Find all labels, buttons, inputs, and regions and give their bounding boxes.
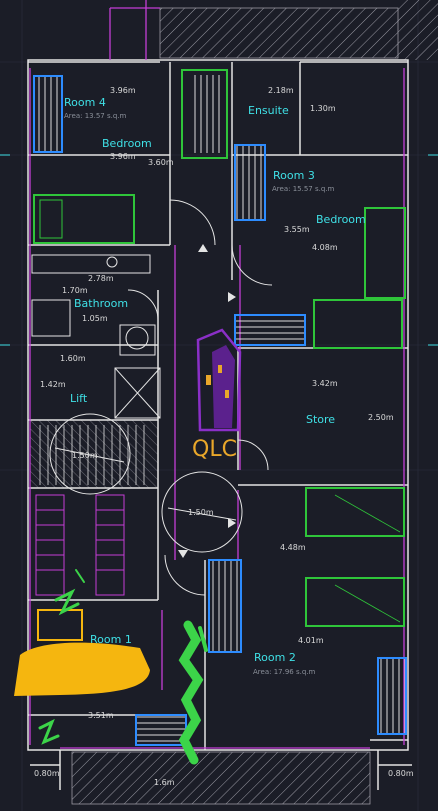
room3-area: Area: 15.57 s.q.m xyxy=(272,185,334,193)
dim-label: 1.70m xyxy=(62,286,88,295)
bedroom-left-label: Bedroom xyxy=(102,137,152,150)
room3-label: Room 3 xyxy=(273,169,315,182)
dim-label: 0.80m xyxy=(388,769,414,778)
green-scribbles xyxy=(38,569,208,765)
wardrobes xyxy=(33,75,407,746)
direction-arrows xyxy=(178,244,236,558)
dim-label: 3.51m xyxy=(88,711,114,720)
dim-label: 3.96m xyxy=(110,152,136,161)
logo-text: QLC xyxy=(192,437,237,462)
room1-label: Room 1 xyxy=(90,633,132,646)
walls-magenta xyxy=(29,0,405,749)
door-swings xyxy=(127,199,273,596)
yellow-highlight xyxy=(14,609,150,696)
axis-markers xyxy=(0,154,438,346)
bathroom-fixtures xyxy=(31,254,151,337)
dim-label: 2.78m xyxy=(88,274,114,283)
dim-label: 3.96m xyxy=(110,86,136,95)
dim-label: 4.48m xyxy=(280,543,306,552)
lift-circles xyxy=(49,413,243,553)
ensuite-label: Ensuite xyxy=(248,104,289,117)
dim-label: 1.6m xyxy=(154,778,175,787)
dim-label: 1.42m xyxy=(40,380,66,389)
dim-label: 2.50m xyxy=(368,413,394,422)
dim-label: 4.01m xyxy=(298,636,324,645)
beds xyxy=(33,69,406,627)
dim-label: 1.30m xyxy=(310,104,336,113)
dim-label: 0.80m xyxy=(34,769,60,778)
room-labels: Room 4 Area: 13.57 s.q.m Bedroom Ensuite… xyxy=(64,96,366,676)
room4-label: Room 4 xyxy=(64,96,106,109)
dim-label: 3.60m xyxy=(148,158,174,167)
hatched-zones xyxy=(29,0,438,805)
room2-label: Room 2 xyxy=(254,651,296,664)
lift-label: Lift xyxy=(70,392,88,405)
dim-label: 1.60m xyxy=(60,354,86,363)
dim-label: 1.05m xyxy=(82,314,108,323)
lift-shaft xyxy=(114,324,161,419)
dim-label: 4.08m xyxy=(312,243,338,252)
store-label: Store xyxy=(306,413,335,426)
room2-area: Area: 17.96 s.q.m xyxy=(253,668,315,676)
dimension-labels: 3.96m 2.18m 1.30m 3.96m 3.60m 3.55m 4.08… xyxy=(34,86,414,787)
stair-treads xyxy=(39,425,145,485)
logo xyxy=(196,328,242,432)
dim-label: 3.42m xyxy=(312,379,338,388)
dim-label: 2.18m xyxy=(268,86,294,95)
bedroom-right-label: Bedroom xyxy=(316,213,366,226)
room4-area: Area: 13.57 s.q.m xyxy=(64,112,126,120)
dim-label: 1.50m xyxy=(188,508,214,517)
bathroom-label: Bathroom xyxy=(74,297,128,310)
staircase-lower xyxy=(35,494,125,596)
dim-label: 1.50m xyxy=(72,451,98,460)
dim-label: 3.55m xyxy=(284,225,310,234)
